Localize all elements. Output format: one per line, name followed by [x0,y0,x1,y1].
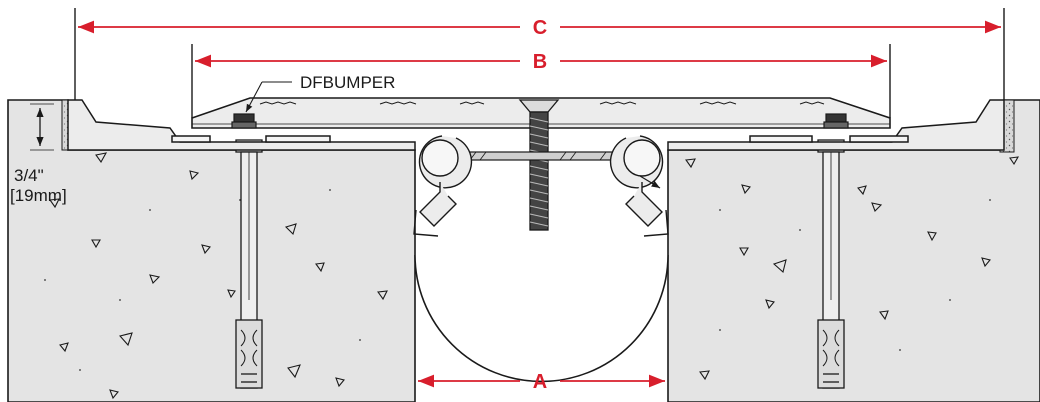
elastomeric-seal [414,254,669,383]
dimension-a-label: A [533,371,547,393]
dimension-a: A [418,371,665,393]
bumper-callout-label: DFBUMPER [300,73,395,92]
carrier-right [609,135,669,237]
recess-metric-label: [19mm] [10,186,67,205]
retainer-rail-right [667,99,1005,151]
carrier-left [413,135,473,237]
bumper-callout: DFBUMPER [245,73,395,113]
dimension-b-label: B [533,51,547,73]
dimension-b: B [191,44,891,118]
anchor-bolt-left [235,139,263,389]
recess-imperial-label: 3/4" [14,166,44,185]
recess-depth-dimension: 3/4" [19mm] [10,103,67,205]
dimension-c-label: C [533,17,547,39]
dimension-c: C [74,8,1005,100]
center-screw [518,99,560,231]
bumper-right [823,113,849,129]
retainer-rail-left [67,99,416,151]
bumper-left [231,113,257,129]
